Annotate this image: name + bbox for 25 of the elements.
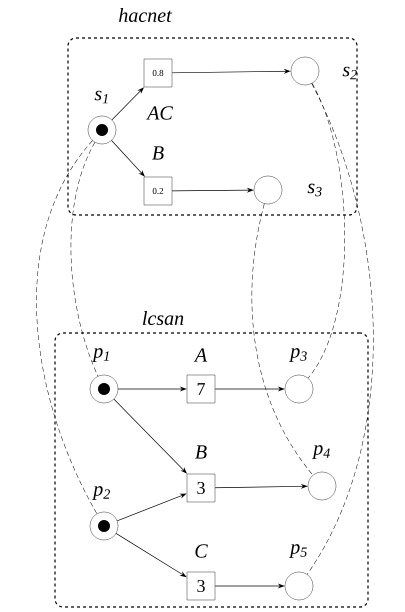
node-label: A	[194, 348, 208, 362]
node-label: p$_{5}$	[289, 544, 307, 558]
node-label: p$_{4}$	[312, 445, 330, 459]
connector-line	[70, 142, 98, 376]
transition-box: 3	[186, 474, 216, 502]
node-label: B	[195, 445, 207, 459]
group-title: lcsan	[142, 310, 184, 326]
transition-box: 0.2	[144, 176, 172, 206]
node-label: AC	[146, 106, 173, 120]
transition-box: 7	[186, 374, 216, 404]
transition-box: 3	[186, 572, 216, 600]
node-label: s$_{1}$	[94, 90, 108, 104]
transition-box: 0.8	[144, 58, 172, 88]
node-label: p$_{2}$	[92, 486, 110, 500]
node-label: B	[152, 146, 164, 160]
node-label: p$_{1}$	[92, 348, 109, 362]
connector-line	[308, 83, 345, 378]
node-label: s$_{2}$	[342, 66, 357, 80]
node-label: p$_{3}$	[289, 348, 307, 362]
node-label: C	[195, 544, 208, 558]
connector-line	[36, 140, 98, 514]
node-label: s$_{3}$	[308, 184, 322, 196]
connector-line	[252, 203, 314, 476]
connector-line	[306, 83, 374, 575]
group-title: hacnet	[119, 8, 172, 22]
